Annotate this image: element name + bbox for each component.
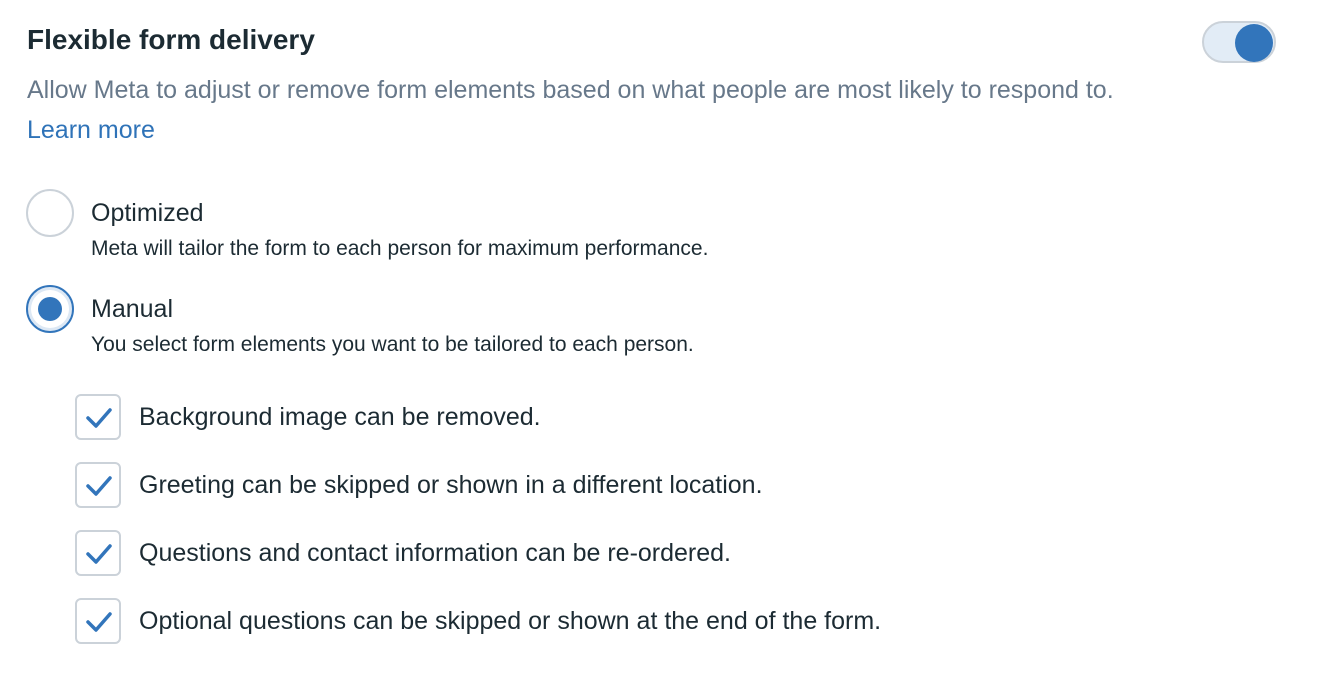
checkbox-questions-reorder[interactable] <box>75 530 121 576</box>
checkbox-label[interactable]: Questions and contact information can be… <box>139 539 732 567</box>
flexible-delivery-toggle[interactable] <box>1202 21 1276 63</box>
checkbox-label[interactable]: Background image can be removed. <box>139 403 541 431</box>
checkbox-greeting[interactable] <box>75 462 121 508</box>
checkmark-icon <box>86 544 112 564</box>
checkmark-icon <box>86 408 112 428</box>
radio-manual-label[interactable]: Manual <box>91 295 173 323</box>
toggle-knob <box>1235 24 1273 62</box>
section-title: Flexible form delivery <box>27 24 315 55</box>
checkmark-icon <box>86 476 112 496</box>
radio-optimized[interactable] <box>26 189 74 237</box>
checkbox-optional-questions[interactable] <box>75 598 121 644</box>
learn-more-link[interactable]: Learn more <box>27 116 155 144</box>
checkmark-icon <box>86 612 112 632</box>
radio-optimized-label[interactable]: Optimized <box>91 199 204 227</box>
checkbox-label[interactable]: Greeting can be skipped or shown in a di… <box>139 471 763 499</box>
radio-manual-description: You select form elements you want to be … <box>91 333 694 356</box>
radio-optimized-description: Meta will tailor the form to each person… <box>91 237 709 260</box>
checkbox-label[interactable]: Optional questions can be skipped or sho… <box>139 607 882 635</box>
radio-manual[interactable] <box>26 285 74 333</box>
section-description: Allow Meta to adjust or remove form elem… <box>27 76 1114 144</box>
checkbox-background-image[interactable] <box>75 394 121 440</box>
